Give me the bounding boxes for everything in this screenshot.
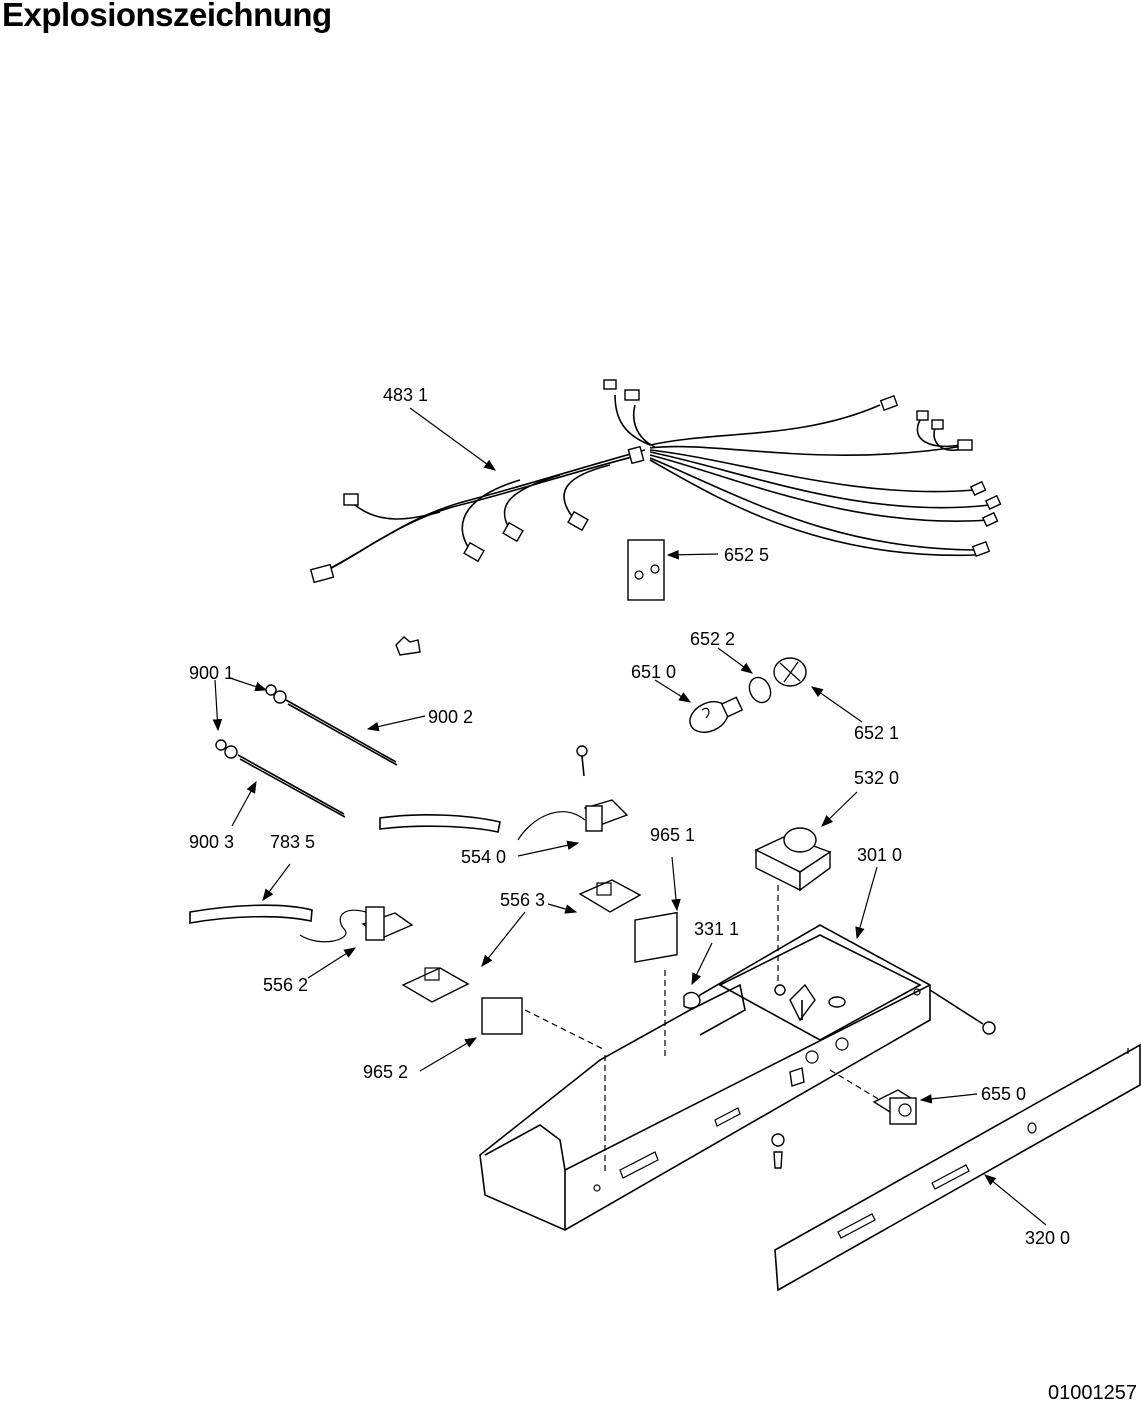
- label-5540: 554 0: [461, 847, 506, 867]
- label-6525: 652 5: [724, 545, 769, 565]
- label-5320: 532 0: [854, 768, 899, 788]
- label-965-1: [634, 911, 678, 963]
- label-6522: 652 2: [690, 629, 735, 649]
- label-7835: 783 5: [270, 832, 315, 852]
- label-9002: 900 2: [428, 707, 473, 727]
- label-3200: 320 0: [1025, 1228, 1070, 1248]
- switch-556-2: [299, 906, 414, 943]
- label-9001: 900 1: [189, 663, 234, 683]
- cover-plate: [627, 539, 665, 601]
- label-3010: 301 0: [857, 845, 902, 865]
- control-housing: [479, 924, 931, 1231]
- sensor-rods: [215, 684, 398, 818]
- document-number: 01001257: [1048, 1382, 1137, 1404]
- label-5562: 556 2: [263, 975, 308, 995]
- bracket-556-3: [401, 879, 642, 1003]
- tubes: [189, 814, 501, 924]
- label-6550: 655 0: [981, 1084, 1026, 1104]
- switch-554: [517, 745, 629, 841]
- label-3311: 331 1: [694, 919, 739, 939]
- page-title: Explosionszeichnung: [2, 0, 332, 33]
- label-965-2: [481, 997, 523, 1035]
- front-panel: [774, 1043, 1141, 1292]
- screws: [683, 989, 996, 1169]
- label-6510: 651 0: [631, 662, 676, 682]
- label-6521: 652 1: [854, 723, 899, 743]
- label-9652: 965 2: [363, 1062, 408, 1082]
- label-5563: 556 3: [500, 890, 545, 910]
- part-labels: 483 1 652 5 652 2 651 0 652 1 900 1 900 …: [189, 385, 1070, 1248]
- label-9651: 965 1: [650, 825, 695, 845]
- wiring-harness: [309, 379, 1002, 584]
- leader-lines: [212, 407, 1047, 1226]
- label-4831: 483 1: [383, 385, 428, 405]
- label-9003: 900 3: [189, 832, 234, 852]
- thermostat-knob: [829, 1069, 917, 1125]
- lamp-assembly: [689, 657, 807, 733]
- clip: [395, 636, 421, 656]
- timer-532: [754, 827, 832, 985]
